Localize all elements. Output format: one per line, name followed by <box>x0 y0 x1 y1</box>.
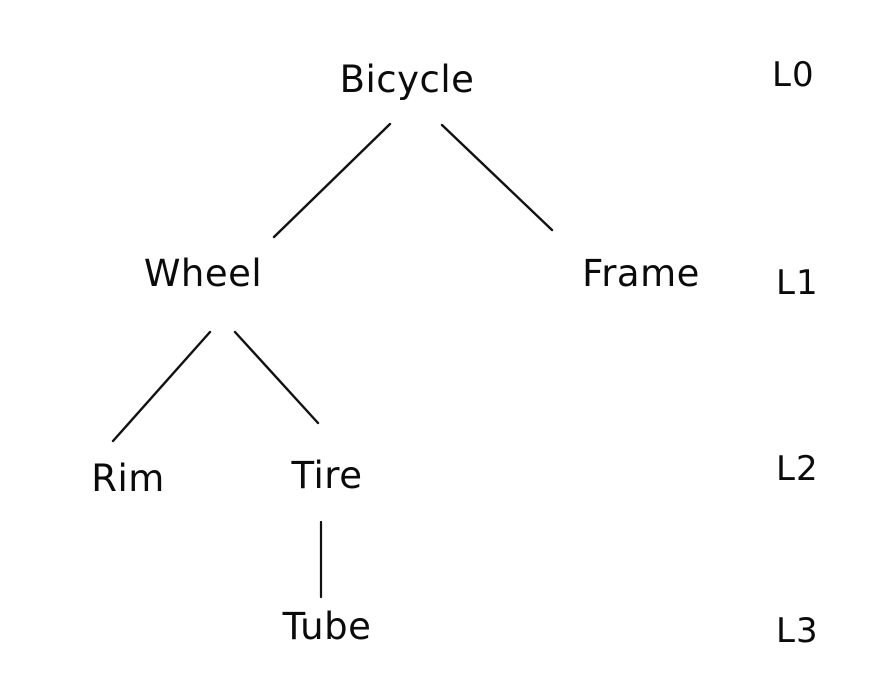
node-frame[interactable]: Frame <box>582 252 700 295</box>
node-rim[interactable]: Rim <box>91 457 165 500</box>
edge-wheel-rim <box>111 330 212 443</box>
level-label-l1: L1 <box>776 263 819 303</box>
node-tube[interactable]: Tube <box>282 605 372 648</box>
node-wheel[interactable]: Wheel <box>143 252 263 295</box>
level-label-l2: L2 <box>776 449 819 489</box>
edge-bicycle-frame <box>440 123 554 232</box>
edge-wheel-tire <box>233 330 320 425</box>
node-tire[interactable]: Tire <box>291 454 363 497</box>
level-label-l3: L3 <box>776 611 819 651</box>
level-label-l0: L0 <box>772 55 815 95</box>
node-bicycle[interactable]: Bicycle <box>339 58 475 101</box>
edge-bicycle-wheel <box>272 122 392 239</box>
